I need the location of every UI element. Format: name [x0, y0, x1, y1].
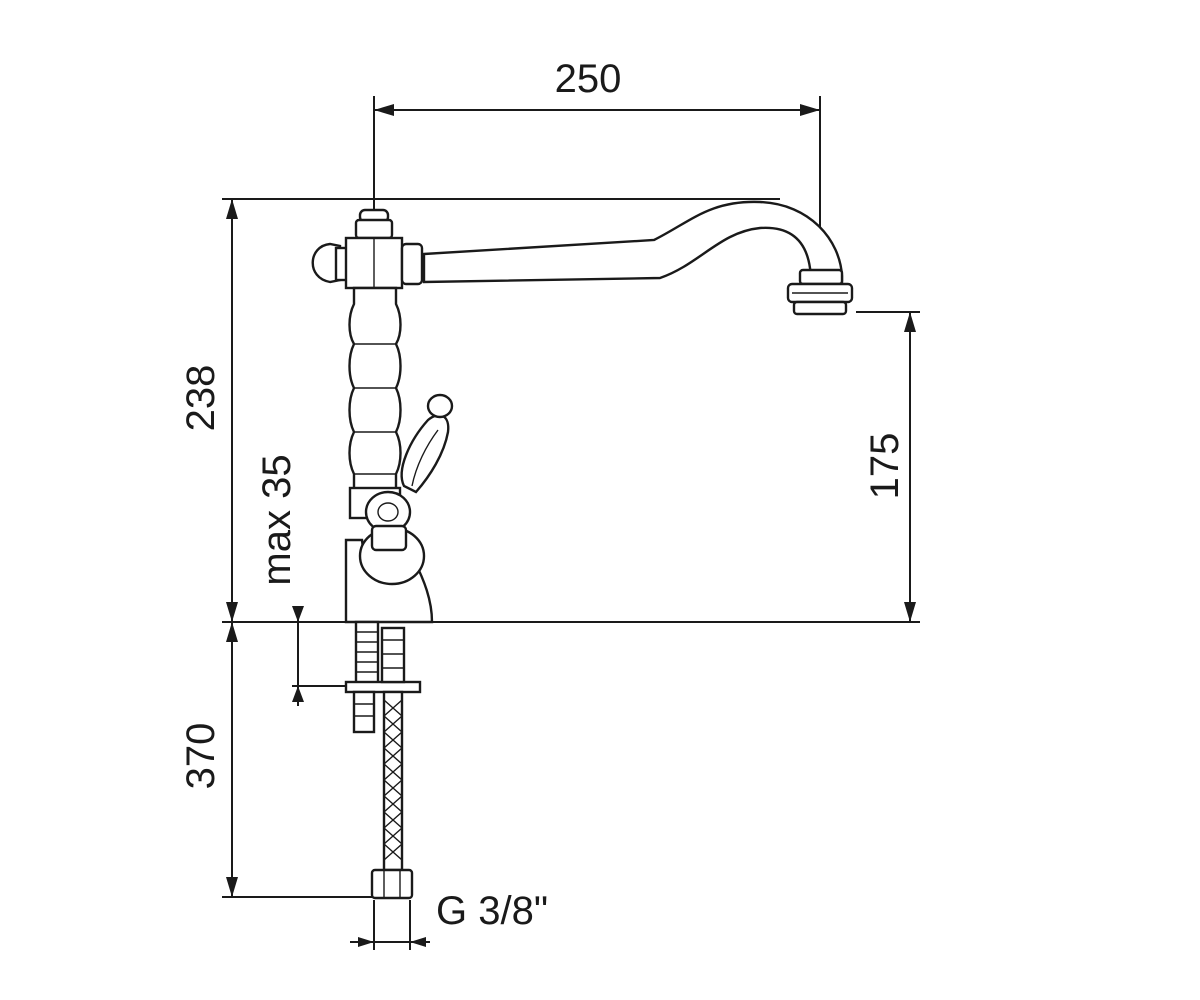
faucet-column	[348, 286, 402, 492]
dimension-label-370: 370	[179, 723, 223, 790]
dimension-connection-thread: G 3/8"	[350, 889, 548, 950]
dimension-label-thread: G 3/8"	[436, 889, 548, 933]
dimension-spout-reach: 250	[373, 57, 821, 258]
dimension-spout-height: 175	[856, 311, 920, 622]
faucet-top-hub	[311, 208, 424, 290]
dimension-max-deck-thickness: max 35	[255, 454, 380, 706]
dimension-label-max35: max 35	[255, 454, 299, 585]
dimension-label-175: 175	[863, 433, 907, 500]
dimension-label-250: 250	[555, 57, 622, 101]
faucet-mixer-body	[344, 486, 434, 624]
faucet-spout	[422, 200, 854, 316]
dimension-total-height: 238	[179, 198, 780, 622]
faucet-flexible-hose	[370, 626, 414, 900]
dimension-label-238: 238	[179, 365, 223, 432]
dimension-hose-length: 370	[179, 622, 380, 898]
faucet-under-deck-fixing	[344, 620, 422, 734]
faucet-lever-handle	[400, 393, 454, 494]
